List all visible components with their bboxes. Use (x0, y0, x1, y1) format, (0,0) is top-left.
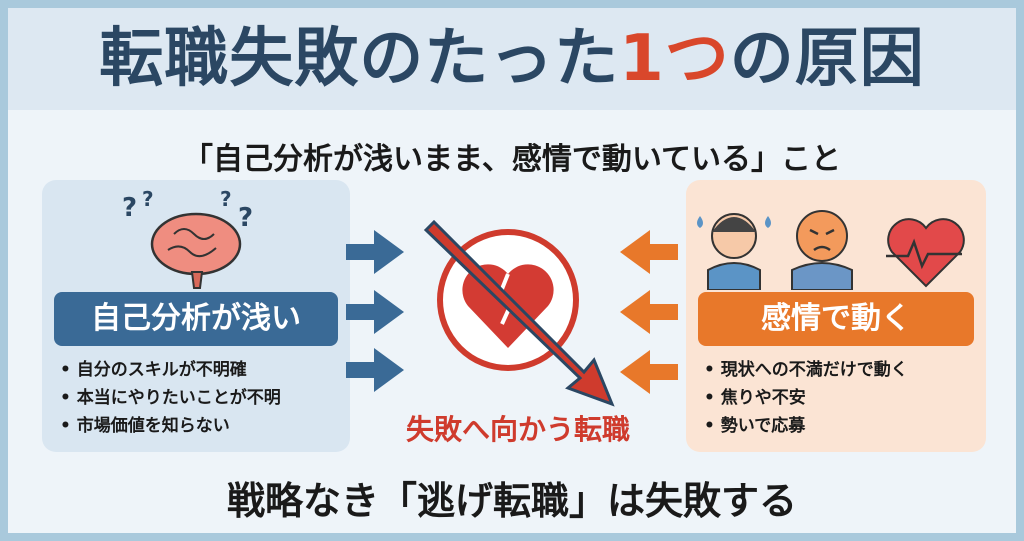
down-arrow-icon (423, 219, 615, 407)
title-part: の原因 (729, 22, 925, 96)
conclusion-text: 戦略なき「逃げ転職」は失敗する (226, 479, 797, 523)
svg-text:?: ? (220, 187, 232, 211)
page-title: 転職失敗のたった1つの原因 (8, 8, 1016, 110)
blue-arrows (346, 230, 404, 392)
right-panel-label: 感情で動く (698, 292, 974, 346)
emotion-icons (686, 186, 986, 290)
title-band: 転職失敗のたった1つの原因 (8, 8, 1016, 110)
list-item: 本当にやりたいことが不明 (60, 384, 281, 412)
angry-person-icon (791, 210, 853, 290)
heartbeat-icon (886, 218, 965, 288)
right-panel-list: 現状への不満だけで動く 焦りや不安 勢いで応募 (704, 356, 908, 440)
right-panel: 感情で動く 現状への不満だけで動く 焦りや不安 勢いで応募 (686, 180, 986, 452)
list-item: 焦りや不安 (704, 384, 908, 412)
left-panel: ? ? ? ? 自己分析が浅い 自分のスキルが不明確 本当にやりたいことが不明 … (42, 180, 350, 452)
svg-text:?: ? (122, 193, 137, 223)
center-label: 失敗へ向かう転職 (405, 413, 630, 446)
list-item: 市場価値を知らない (60, 412, 281, 440)
infographic: 転職失敗のたった1つの原因 「自己分析が浅いまま、感情で動いている」こと ? ?… (8, 8, 1016, 533)
svg-text:?: ? (142, 187, 154, 211)
list-item: 自分のスキルが不明確 (60, 356, 281, 384)
title-highlight: 1つ (619, 22, 730, 96)
list-item: 現状への不満だけで動く (704, 356, 908, 384)
title-part: 転職失敗のたった (99, 22, 620, 96)
subtitle: 「自己分析が浅いまま、感情で動いている」こと (183, 142, 841, 177)
anxious-person-icon (697, 213, 771, 290)
svg-text:?: ? (238, 203, 253, 233)
list-item: 勢いで応募 (704, 412, 908, 440)
orange-arrows (620, 230, 678, 394)
brain-icon: ? ? ? ? (42, 186, 350, 290)
center-diagram (346, 219, 678, 407)
left-panel-label: 自己分析が浅い (54, 292, 338, 346)
left-panel-list: 自分のスキルが不明確 本当にやりたいことが不明 市場価値を知らない (60, 356, 281, 440)
